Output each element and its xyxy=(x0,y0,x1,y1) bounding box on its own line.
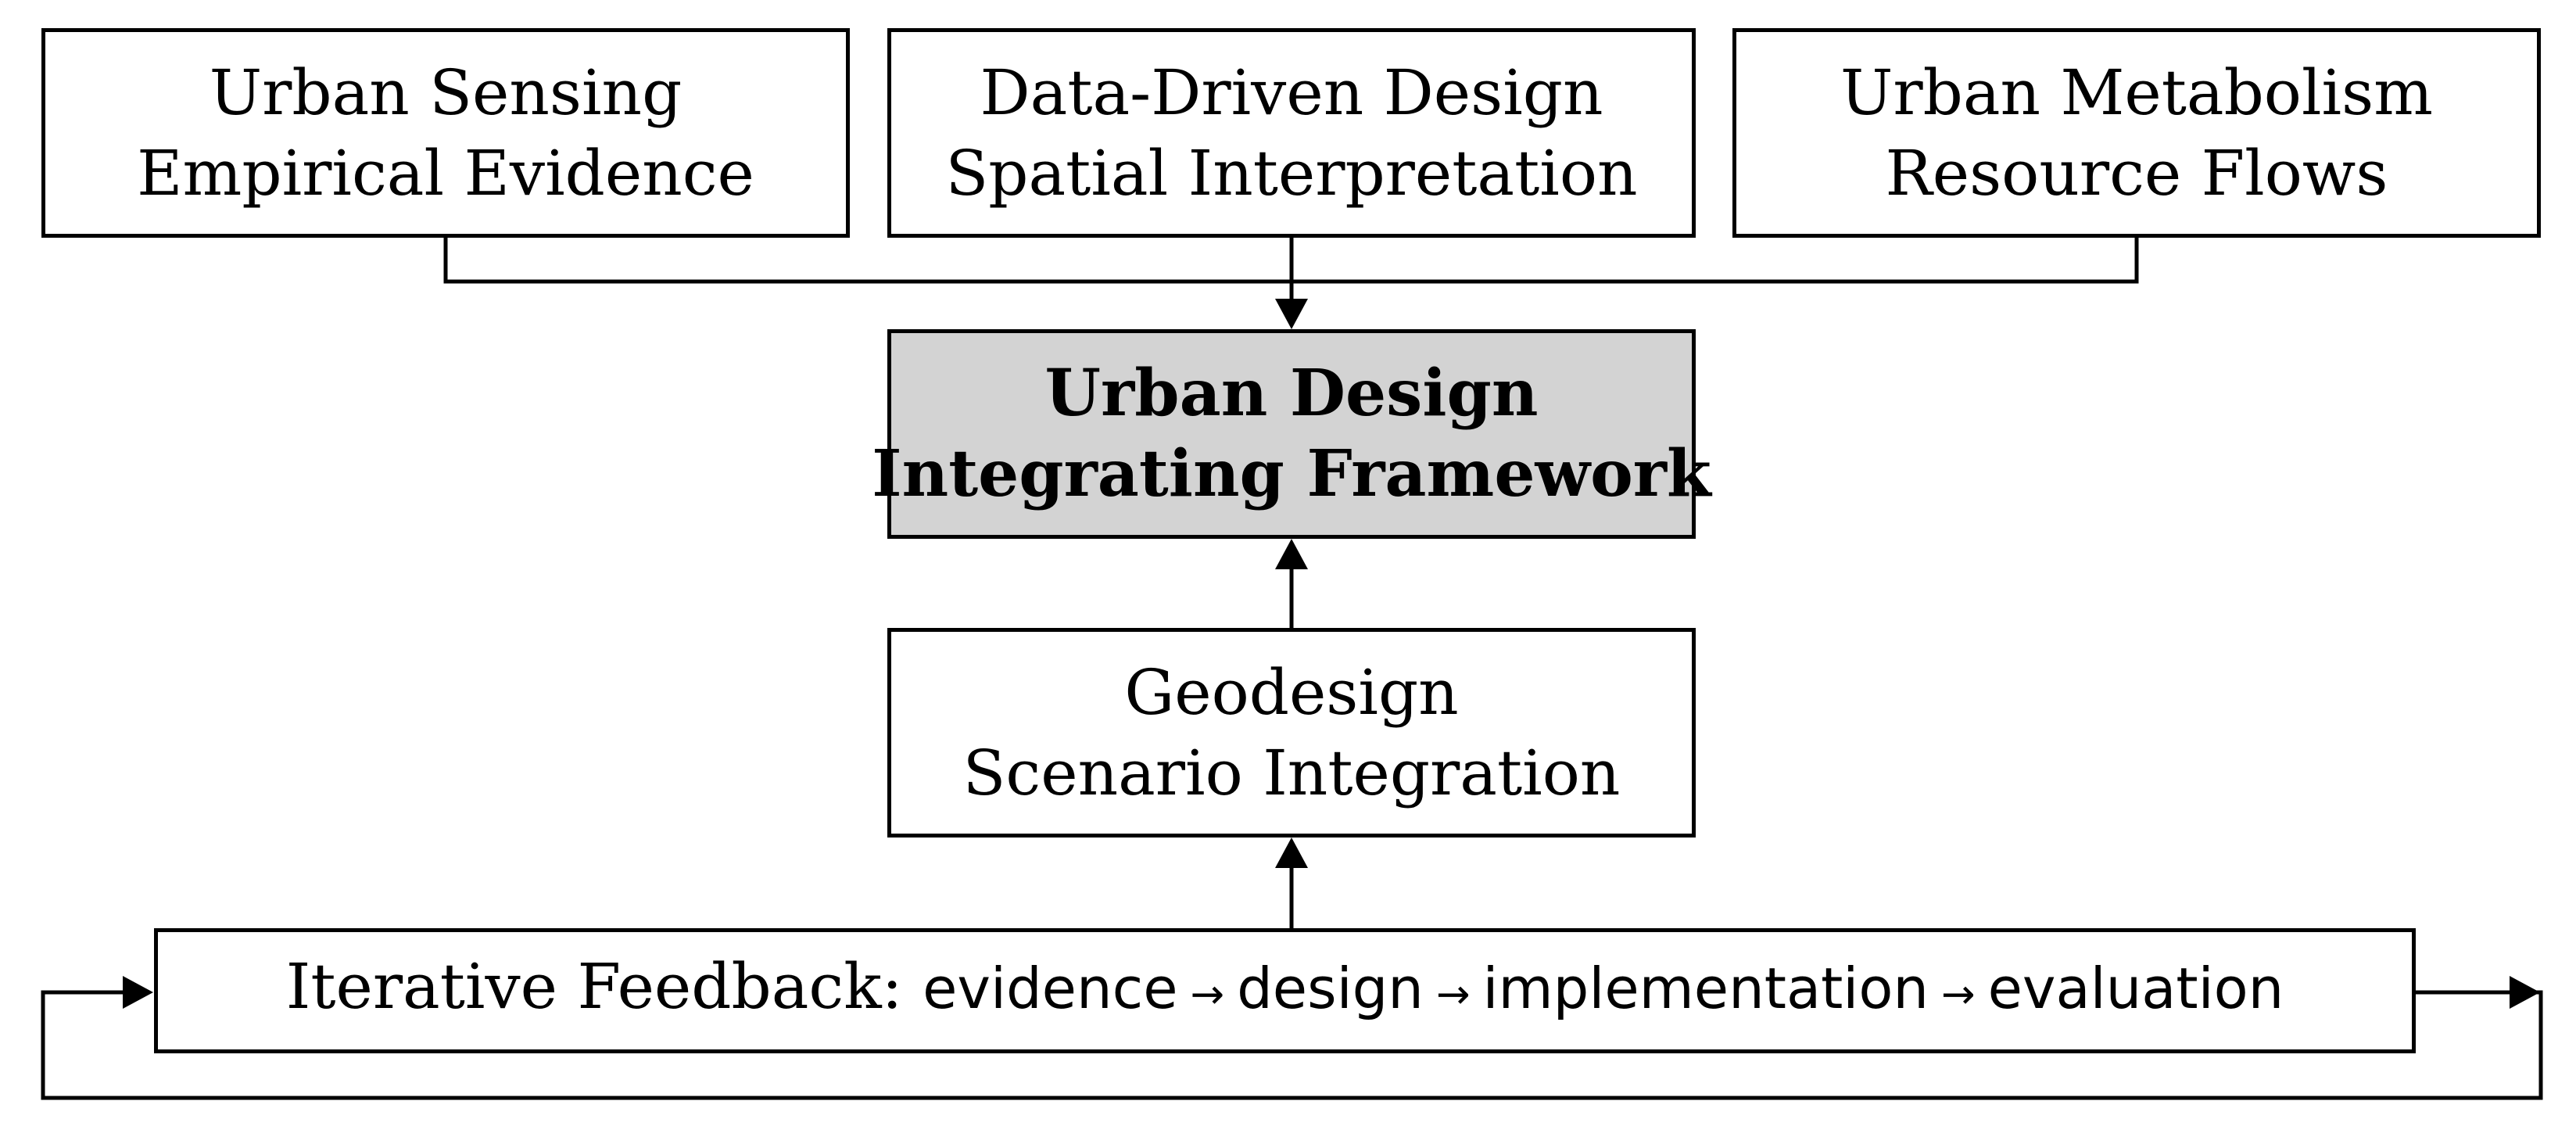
arrowhead-up-framework xyxy=(1275,539,1308,569)
geodesign-subtitle: Scenario Integration xyxy=(962,737,1621,809)
data-driven-design-box: Data-Driven Design Spatial Interpretatio… xyxy=(887,28,1696,238)
geodesign-box: Geodesign Scenario Integration xyxy=(887,628,1696,838)
feedback-step-implementation: implementation xyxy=(1482,956,1929,1021)
urban-sensing-title: Urban Sensing xyxy=(209,56,683,129)
framework-subtitle: Integrating Framework xyxy=(872,436,1711,511)
arrowhead-up-geodesign xyxy=(1275,838,1308,868)
feedback-step-evaluation: evaluation xyxy=(1987,956,2284,1021)
urban-metabolism-box: Urban Metabolism Resource Flows xyxy=(1732,28,2541,238)
feedback-arrow-2: → xyxy=(1435,971,1471,1018)
data-driven-design-title: Data-Driven Design xyxy=(980,56,1603,129)
geodesign-title: Geodesign xyxy=(1124,656,1459,729)
urban-sensing-subtitle: Empirical Evidence xyxy=(137,137,754,210)
feedback-text: Iterative Feedback: evidence→design→impl… xyxy=(286,946,2284,1035)
urban-design-framework-box: Urban Design Integrating Framework xyxy=(872,329,1711,539)
iterative-feedback-box: Iterative Feedback: evidence→design→impl… xyxy=(154,928,2416,1053)
arrowhead-loop-left xyxy=(123,976,153,1009)
feedback-arrow-1: → xyxy=(1190,971,1225,1018)
feedback-step-design: design xyxy=(1237,956,1424,1021)
arrowhead-loop-right xyxy=(2510,976,2540,1009)
feedback-prefix: Iterative Feedback: xyxy=(285,950,923,1023)
feedback-step-evidence: evidence xyxy=(923,956,1178,1021)
urban-sensing-box: Urban Sensing Empirical Evidence xyxy=(41,28,850,238)
data-driven-design-subtitle: Spatial Interpretation xyxy=(945,137,1638,210)
feedback-arrow-3: → xyxy=(1941,971,1976,1018)
urban-metabolism-subtitle: Resource Flows xyxy=(1885,137,2388,210)
arrowhead-to-framework xyxy=(1275,299,1308,329)
framework-title: Urban Design xyxy=(1044,356,1539,431)
urban-metabolism-title: Urban Metabolism xyxy=(1840,56,2434,129)
